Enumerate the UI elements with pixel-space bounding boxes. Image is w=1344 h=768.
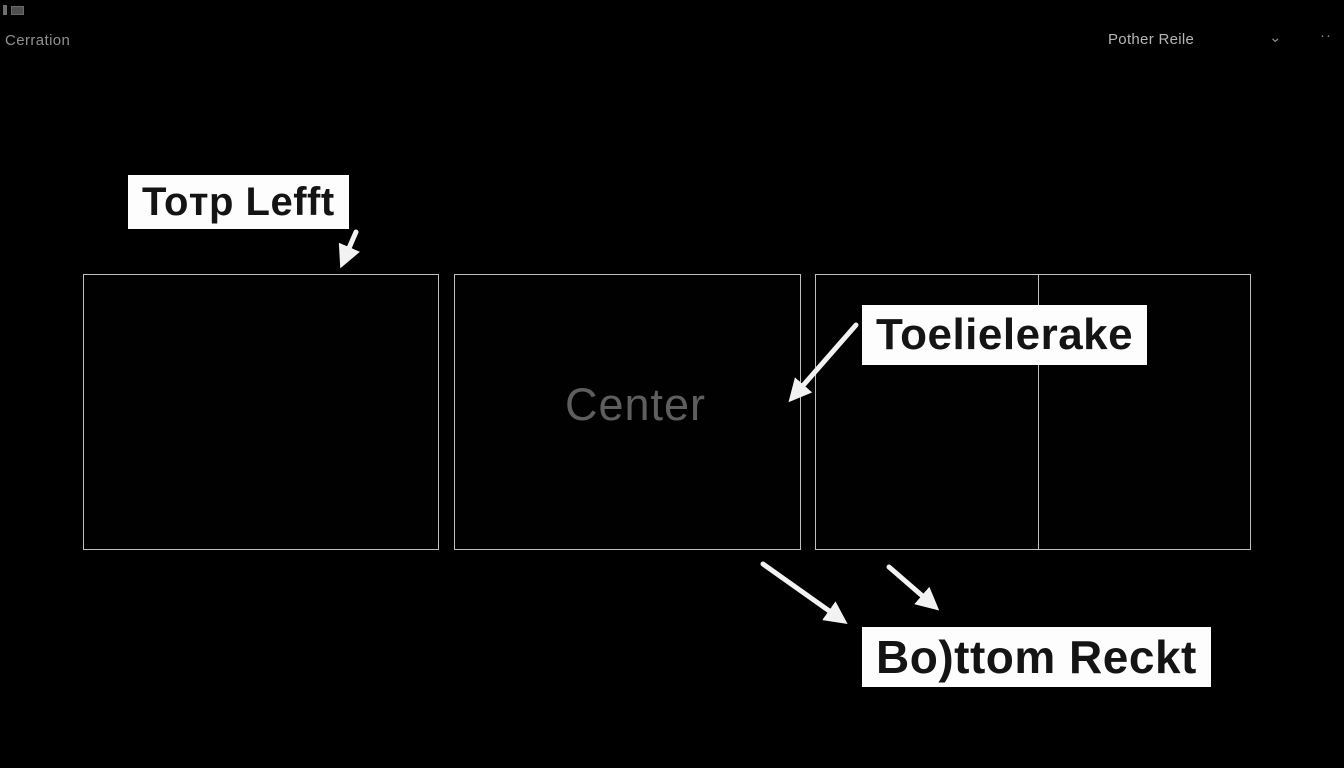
app-icon-mark [3,5,7,15]
callout-bottom-right: Bo)ttom Reckt [862,627,1211,687]
frame-center[interactable]: Center [454,274,801,550]
arrow-bottom-right [886,564,940,611]
arrow-bottom-left [760,561,848,624]
arrow-top-left [338,229,360,269]
more-options-button[interactable]: ·· [1320,27,1332,44]
callout-right: Toelielerake [862,305,1148,365]
header-dropdown-label: Pother Reile [1108,31,1195,48]
center-placeholder-label: Center [564,379,707,430]
app-icon [3,5,24,15]
frame-divider [1038,275,1039,549]
callout-top-left: Toтp Lefft [128,175,349,229]
chevron-down-icon[interactable]: ⌄ [1269,29,1282,46]
app-icon-block [11,6,24,15]
frame-top-left[interactable] [83,274,439,550]
app-title-label: Cerration [5,32,71,49]
header-dropdown[interactable]: Pother Reile [1108,31,1194,48]
